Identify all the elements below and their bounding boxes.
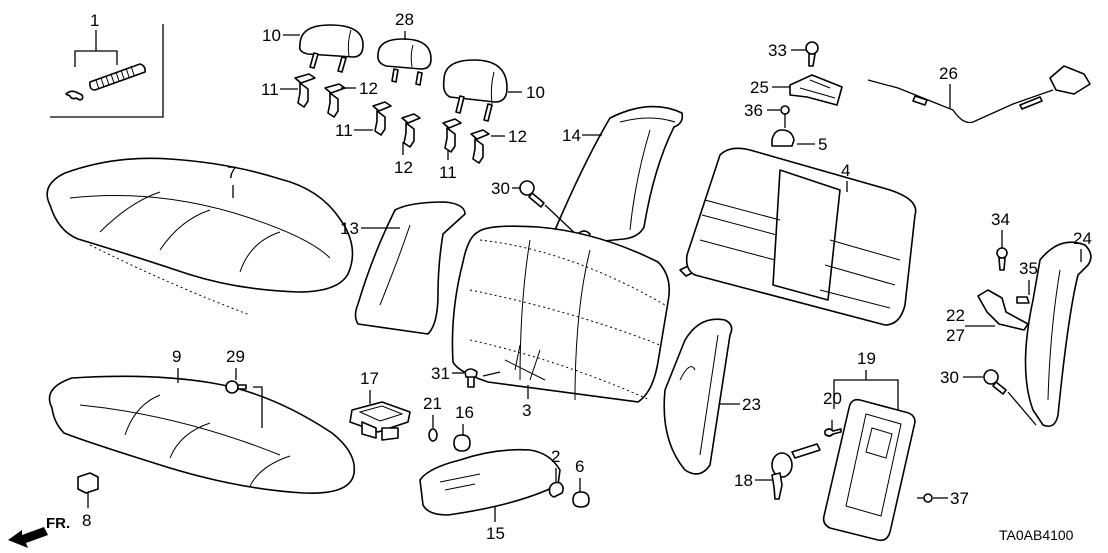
part-17-cup-holder[interactable]: 17 [349, 369, 411, 441]
part-25-trunk-latch[interactable]: 25 [750, 74, 843, 106]
part-14-seatback-side-upper[interactable]: 14 [554, 105, 684, 245]
part-31-clip[interactable]: 31 [431, 364, 501, 388]
part-7-rear-seat-cushion[interactable]: 7 [46, 157, 354, 316]
part-30-side-bolt-lower[interactable]: 30 [940, 368, 1037, 426]
callout-7: 7 [227, 163, 236, 182]
callout-24: 24 [1073, 229, 1092, 248]
part-24-seatback-side-right[interactable]: 24 [1024, 229, 1092, 428]
callout-33: 33 [768, 41, 787, 60]
part-26-release-cable[interactable]: 26 [867, 64, 1091, 124]
part-3-seatback-pad[interactable]: 3 [451, 225, 671, 420]
part-19-pass-through-lid[interactable]: 19 [822, 349, 916, 542]
leader-1 [74, 50, 118, 67]
part-10-headrest-right[interactable]: 10 [442, 59, 545, 122]
callout-37: 37 [950, 489, 969, 508]
callout-6: 6 [575, 457, 584, 476]
part-18-key-set[interactable]: 18 [734, 443, 821, 500]
callout-3: 3 [522, 401, 531, 420]
callout-11b: 11 [335, 121, 353, 140]
callout-10b: 10 [526, 83, 545, 102]
callout-28: 28 [395, 10, 414, 29]
diagram-code: TA0AB4100 [999, 527, 1074, 543]
part-20-screw[interactable]: 20 [823, 389, 842, 437]
callout-26: 26 [939, 64, 958, 83]
callout-12c: 12 [508, 127, 527, 146]
callout-12b: 12 [394, 158, 413, 177]
callout-25: 25 [750, 78, 769, 97]
callout-21: 21 [423, 394, 442, 413]
headrest-guides[interactable]: 11 12 11 12 11 12 [261, 73, 527, 182]
callout-27: 27 [946, 326, 965, 345]
part-6-grommet[interactable]: 6 [572, 457, 590, 508]
callout-16: 16 [455, 403, 474, 422]
direction-label: FR. [46, 515, 70, 532]
part-35-bolt[interactable]: 35 [1016, 259, 1038, 304]
callout-10a: 10 [262, 26, 281, 45]
part-15-center-armrest[interactable]: 15 [419, 448, 561, 543]
callout-11a: 11 [261, 80, 279, 99]
callout-4: 4 [841, 161, 850, 180]
part-16-stopper[interactable]: 16 [453, 403, 474, 452]
part-8-cushion-clip[interactable]: 8 [77, 472, 99, 530]
callout-31: 31 [431, 364, 450, 383]
callout-9: 9 [172, 347, 181, 366]
callout-2: 2 [551, 447, 560, 466]
part-36-screw[interactable]: 36 [744, 101, 790, 128]
callout-8: 8 [82, 511, 91, 530]
callout-29: 29 [226, 347, 245, 366]
callout-30b: 30 [940, 368, 959, 387]
part-33-latch-bolt[interactable]: 33 [768, 41, 819, 67]
front-direction-arrow: FR. [8, 515, 70, 548]
part-4-seatback-panel[interactable]: 4 [685, 147, 917, 326]
part-10-headrest-left[interactable]: 10 [262, 24, 364, 73]
part-9-cushion-cover[interactable]: 9 [48, 347, 356, 494]
callout-17: 17 [360, 369, 379, 388]
part-13-seatback-side-left[interactable]: 13 [340, 201, 466, 335]
callout-23: 23 [742, 395, 761, 414]
callout-20: 20 [823, 389, 842, 408]
callout-13: 13 [340, 219, 359, 238]
part-37-screw[interactable]: 37 [917, 489, 969, 508]
inset-frame [50, 24, 164, 118]
part-22-27-seatback-lock[interactable]: 22 27 [946, 289, 1029, 345]
callout-36: 36 [744, 101, 763, 120]
callout-15: 15 [486, 524, 505, 543]
part-29-cushion-bolt[interactable]: 29 [225, 347, 263, 428]
callout-19: 19 [857, 349, 876, 368]
callout-34: 34 [991, 210, 1010, 229]
callout-12a: 12 [359, 79, 378, 98]
callout-35: 35 [1019, 259, 1038, 278]
part-28-headrest-center[interactable]: 28 [377, 10, 432, 86]
part-1-clip-set[interactable]: 1 [50, 11, 164, 118]
part-34-bolt[interactable]: 34 [991, 210, 1010, 271]
part-23-seatback-side-inner[interactable]: 23 [663, 318, 761, 475]
callout-14: 14 [562, 126, 581, 145]
part-5-latch-cover[interactable]: 5 [771, 129, 827, 154]
callout-1: 1 [90, 11, 99, 30]
callout-18: 18 [734, 471, 753, 490]
callout-5: 5 [818, 135, 827, 154]
callout-30a: 30 [491, 179, 510, 198]
part-2-bushing[interactable]: 2 [548, 447, 564, 498]
callout-11c: 11 [439, 163, 457, 182]
arrow-icon [8, 527, 48, 548]
part-21-washer[interactable]: 21 [423, 394, 442, 442]
callout-22: 22 [946, 306, 965, 325]
